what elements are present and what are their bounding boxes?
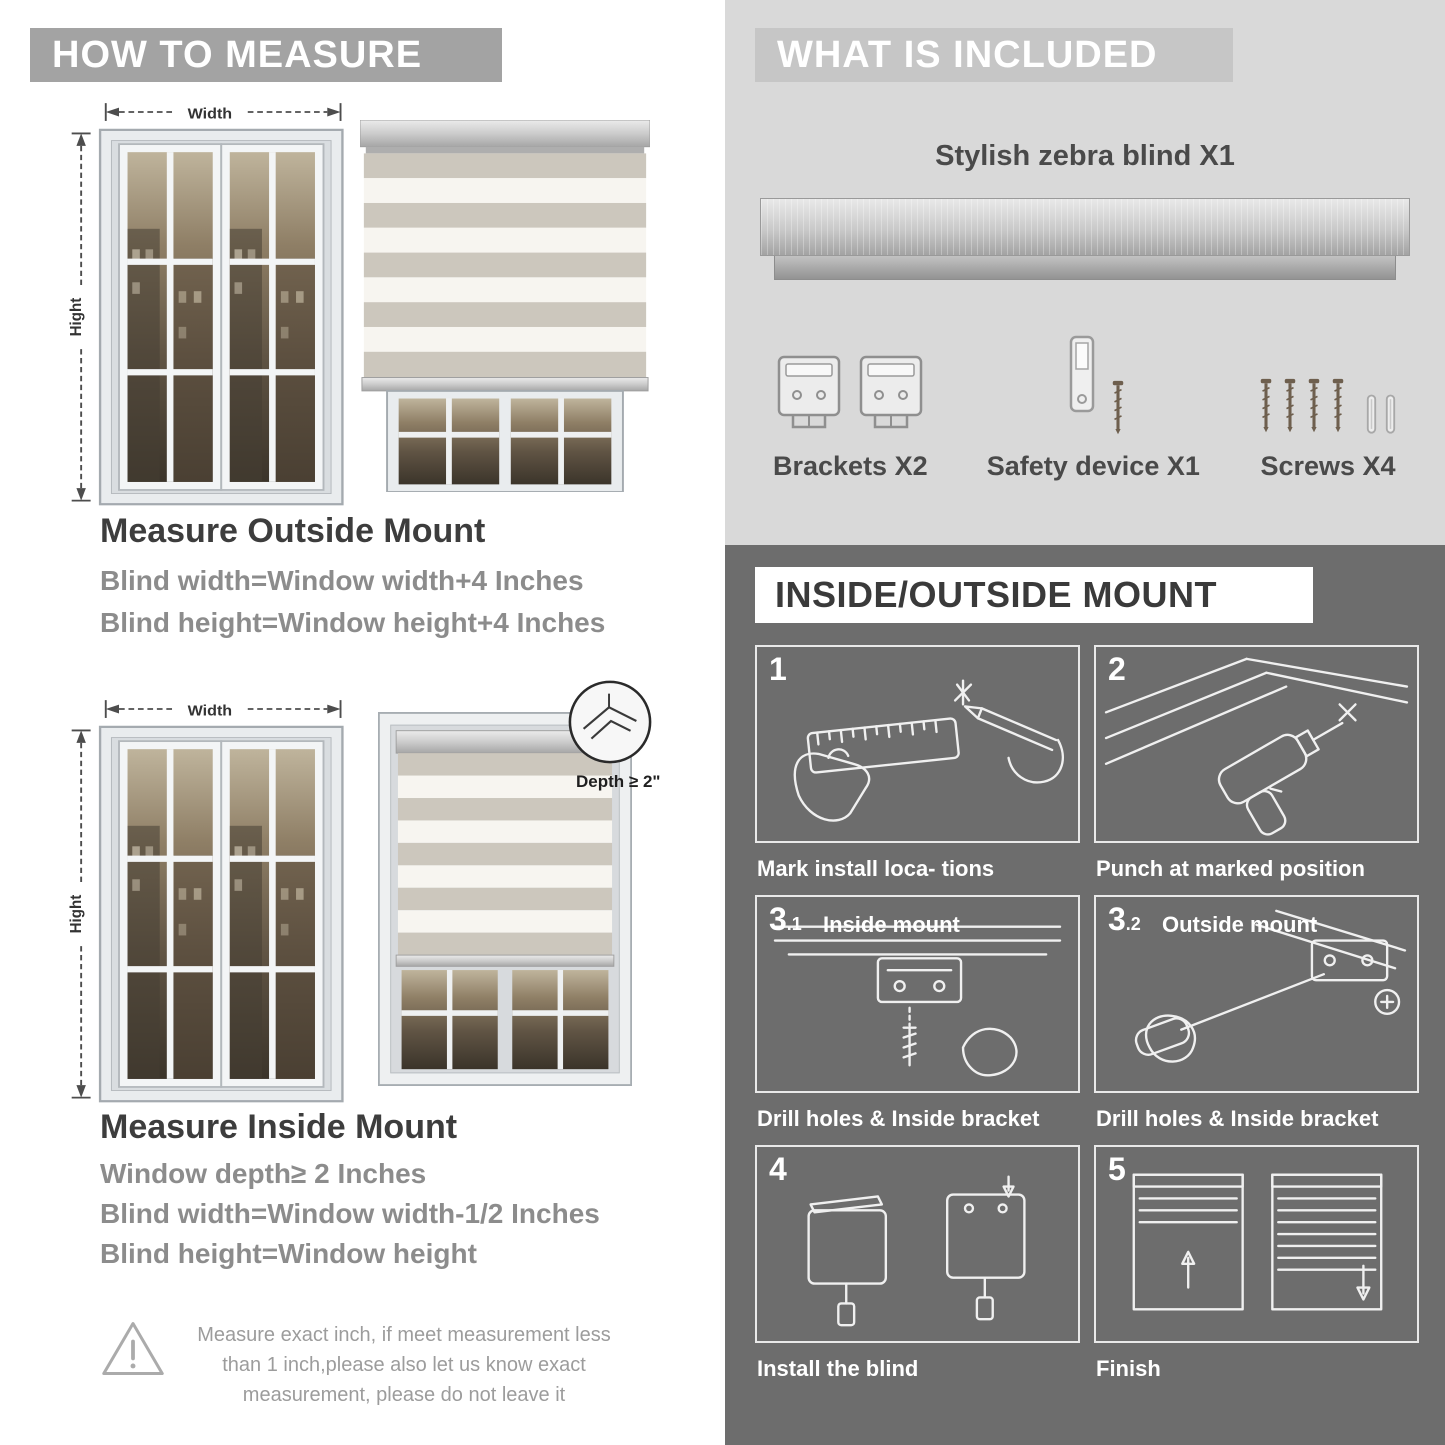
inside-mount-line1: Window depth≥ 2 Inches — [100, 1158, 427, 1189]
step-number: 3.1 — [769, 901, 802, 937]
screw-icon — [1113, 380, 1124, 435]
inside-bracket-illustration — [773, 925, 1062, 1077]
mount-instructions-section: INSIDE/OUTSIDE MOUNT — [725, 545, 1445, 1445]
mount-steps-grid: 1 Mark install loca- tions — [755, 645, 1419, 1395]
wall-anchor-icon — [1385, 394, 1396, 434]
height-dimension-arrow: Hight — [68, 132, 91, 502]
width-dimension-arrow: Width — [104, 103, 342, 122]
height-label: Hight — [68, 895, 86, 934]
step-number: 1 — [769, 651, 787, 687]
step-caption: Finish — [1096, 1356, 1161, 1381]
headrail-bottom-rail — [774, 256, 1396, 280]
mount-step-5: 5 Finish — [1094, 1145, 1419, 1395]
outside-mount-blind-figure — [360, 120, 650, 492]
included-item-screws: Screws X4 — [1259, 375, 1397, 482]
drill-illustration — [1104, 657, 1409, 836]
step-number: 3.2 — [1108, 901, 1141, 937]
inside-mount-blind-figure — [378, 712, 632, 1086]
step-panel: 3.2 Outside mount — [1094, 895, 1419, 1093]
screw-icon — [1332, 378, 1344, 433]
product-label: Stylish zebra blind X1 — [935, 140, 1235, 172]
outside-bracket-illustration — [1134, 909, 1407, 1063]
headrail-illustration — [760, 198, 1410, 280]
outside-mount-title: Measure Outside Mount — [100, 512, 486, 550]
width-dimension-arrow: Width — [104, 700, 342, 719]
brackets-label: Brackets X2 — [773, 451, 928, 481]
included-items-row: Brackets X2 — [773, 330, 1397, 482]
screw-icon — [1284, 378, 1296, 433]
step-panel: 1 — [755, 645, 1080, 843]
outside-mount-line2: Blind height=Window height+4 Inches — [100, 607, 606, 638]
what-is-included-header: WHAT IS INCLUDED — [755, 28, 1233, 82]
step-title: Inside mount — [823, 912, 960, 937]
step-title: Outside mount — [1162, 912, 1318, 937]
window-diagram: Width Hight — [68, 103, 344, 506]
width-label: Width — [188, 106, 232, 122]
what-is-included-section: WHAT IS INCLUDED Stylish zebra blind X1 — [725, 0, 1445, 545]
bracket-icon — [860, 355, 923, 429]
step-caption: Mark install loca- tions — [757, 856, 995, 881]
included-item-safety-device: Safety device X1 — [987, 333, 1200, 482]
corner-zoom-icon — [568, 680, 652, 764]
screw-icon — [1308, 378, 1320, 433]
how-to-measure-header: HOW TO MEASURE — [30, 28, 502, 82]
step-caption: Install the blind — [757, 1356, 919, 1381]
height-dimension-arrow: Hight — [68, 729, 91, 1099]
bracket-icon — [778, 355, 841, 429]
measurement-warning-note: Measure exact inch, if meet measurement … — [197, 1324, 611, 1406]
window-below-blind — [401, 970, 609, 1070]
safety-device-label: Safety device X1 — [986, 451, 1200, 481]
window-below-blind — [386, 389, 624, 492]
depth-label: Depth ≥ 2" — [576, 772, 661, 791]
step-number: 4 — [769, 1151, 787, 1187]
zebra-blind-in-frame-diagram — [378, 712, 632, 1086]
inside-mount-line3: Blind height=Window height — [100, 1238, 477, 1269]
step-number: 2 — [1108, 651, 1126, 687]
mount-step-3-2: 3.2 Outside mount Drill holes & Inside b… — [1094, 895, 1419, 1145]
install-blind-illustration — [807, 1175, 1026, 1327]
step-panel: 3.1 Inside mount — [755, 895, 1080, 1093]
mount-step-4: 4 Install the blind — [755, 1145, 1080, 1395]
zebra-blind-diagram — [360, 120, 650, 492]
step-caption: Punch at marked position — [1096, 856, 1365, 881]
step-number: 5 — [1108, 1151, 1126, 1187]
mount-step-1: 1 Mark install loca- tions — [755, 645, 1080, 895]
warning-triangle-icon — [100, 1318, 166, 1380]
step-panel: 5 — [1094, 1145, 1419, 1343]
mark-location-illustration — [793, 679, 1064, 822]
screws-label: Screws X4 — [1260, 451, 1396, 481]
mount-step-2: 2 Punch at marked position — [1094, 645, 1419, 895]
screw-icon — [1260, 378, 1272, 433]
width-label: Width — [188, 703, 232, 719]
height-label: Hight — [68, 298, 86, 337]
mount-step-3-1: 3.1 Inside mount Drill holes & Inside br… — [755, 895, 1080, 1145]
window-drawing — [98, 725, 344, 1103]
headrail-cassette — [760, 198, 1410, 256]
depth-callout-circle — [566, 678, 654, 766]
step-caption: Drill holes & Inside bracket — [1096, 1106, 1379, 1131]
outside-mount-window-figure: Width Hight — [66, 96, 350, 506]
outside-mount-line1: Blind width=Window width+4 Inches — [100, 565, 584, 596]
inside-mount-window-figure: Width Hight — [66, 693, 350, 1103]
step-panel: 2 — [1094, 645, 1419, 843]
step-panel: 4 — [755, 1145, 1080, 1343]
mount-section-header: INSIDE/OUTSIDE MOUNT — [755, 567, 1313, 623]
window-drawing — [98, 128, 344, 506]
inside-mount-title: Measure Inside Mount — [100, 1108, 458, 1146]
step-caption: Drill holes & Inside bracket — [757, 1106, 1040, 1131]
inside-mount-line2: Blind width=Window width-1/2 Inches — [100, 1198, 600, 1229]
finish-illustration — [1132, 1173, 1383, 1311]
safety-device-icon — [1070, 335, 1095, 413]
included-item-brackets: Brackets X2 — [773, 353, 928, 482]
wall-anchor-icon — [1366, 394, 1377, 434]
window-diagram: Width Hight — [68, 700, 344, 1103]
